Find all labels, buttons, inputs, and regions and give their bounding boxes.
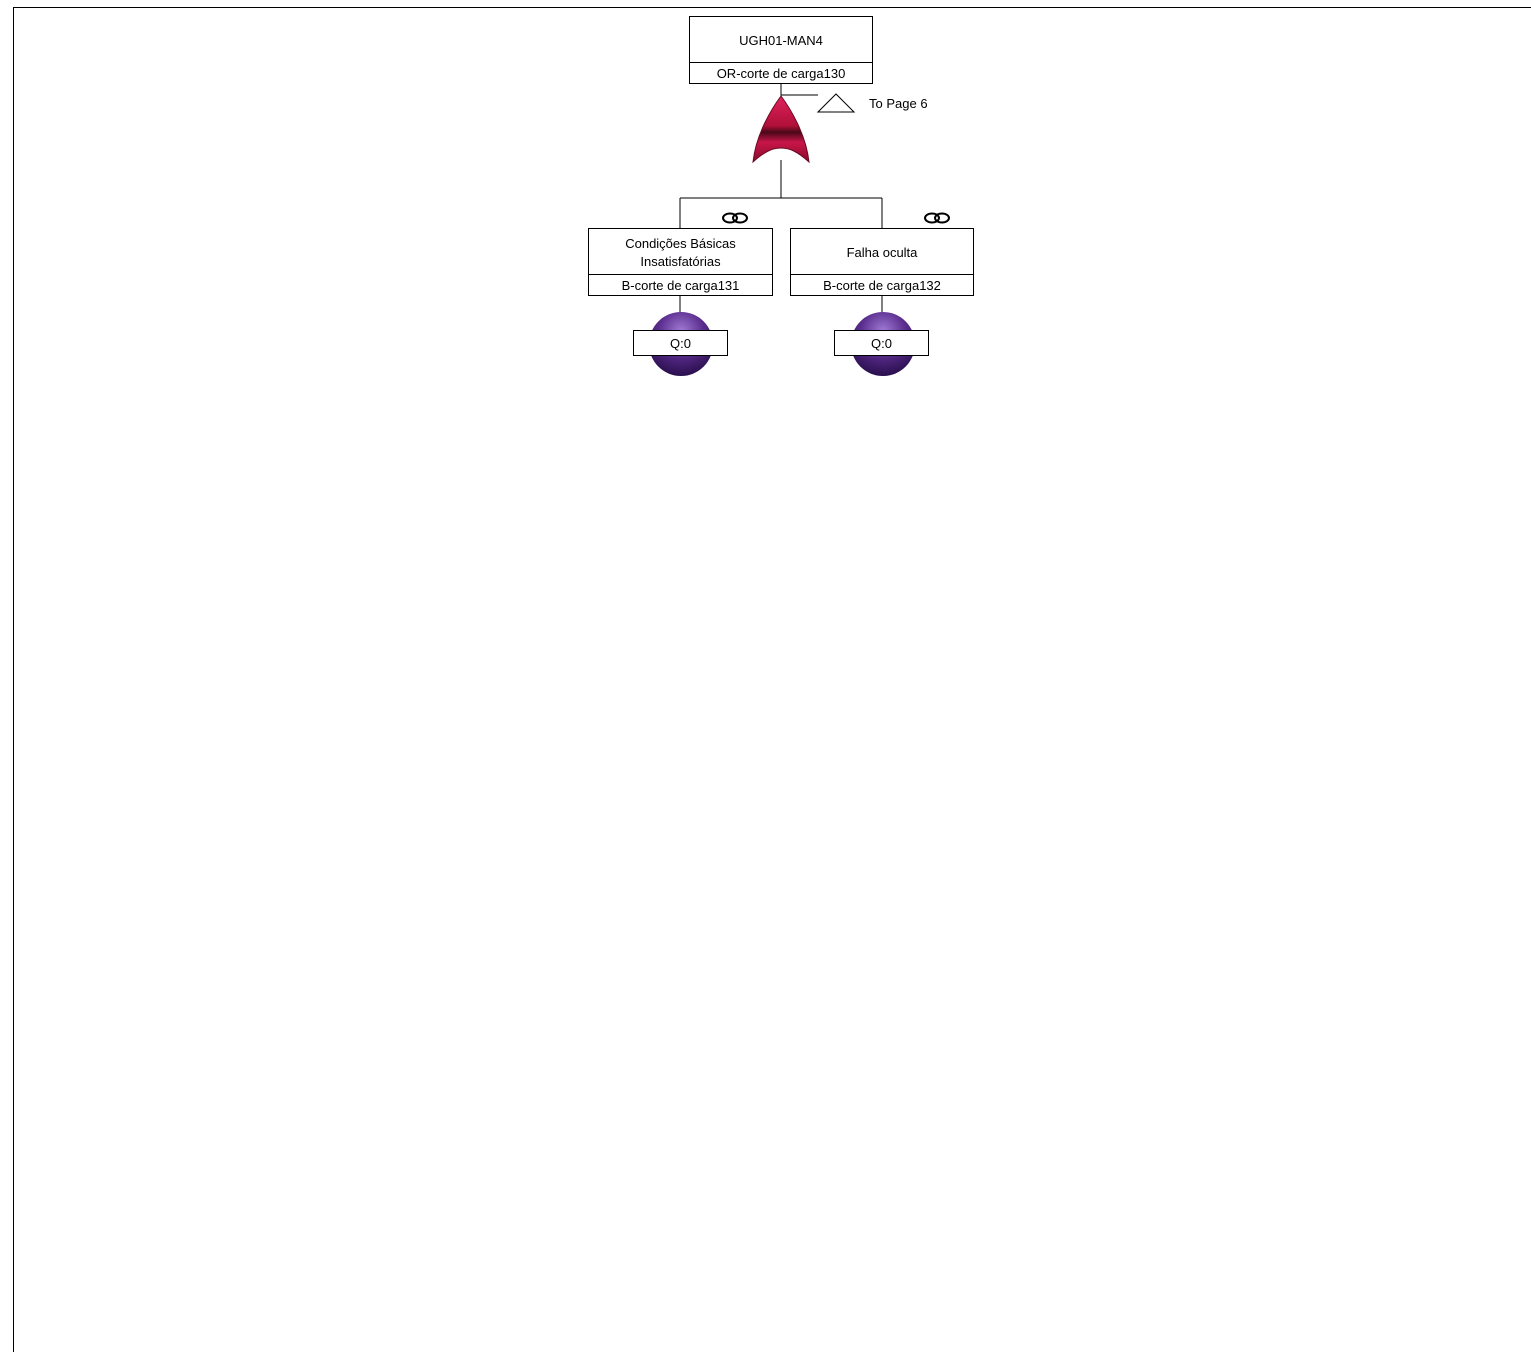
probability-box: Q:0	[834, 330, 929, 356]
link-icon[interactable]	[721, 211, 749, 225]
top-event-box[interactable]: UGH01-MAN4 OR-corte de carga130	[689, 16, 873, 84]
event-box-1[interactable]: Condições Básicas Insatisfatórias B-cort…	[588, 228, 773, 296]
top-event-title: UGH01-MAN4	[739, 32, 823, 48]
event-id: B-corte de carga132	[791, 274, 973, 295]
link-icon[interactable]	[923, 211, 951, 225]
transfer-label: To Page 6	[869, 96, 928, 111]
probability-box: Q:0	[633, 330, 728, 356]
page-frame	[13, 7, 1531, 1352]
event-box-2[interactable]: Falha oculta B-corte de carga132	[790, 228, 974, 296]
event-title: Falha oculta	[846, 244, 918, 260]
event-title: Condições Básicas Insatisfatórias	[625, 235, 736, 269]
transfer-triangle-icon[interactable]	[816, 92, 858, 114]
event-id: B-corte de carga131	[589, 274, 772, 295]
top-event-id: OR-corte de carga130	[690, 62, 872, 83]
or-gate-icon[interactable]	[750, 94, 814, 166]
